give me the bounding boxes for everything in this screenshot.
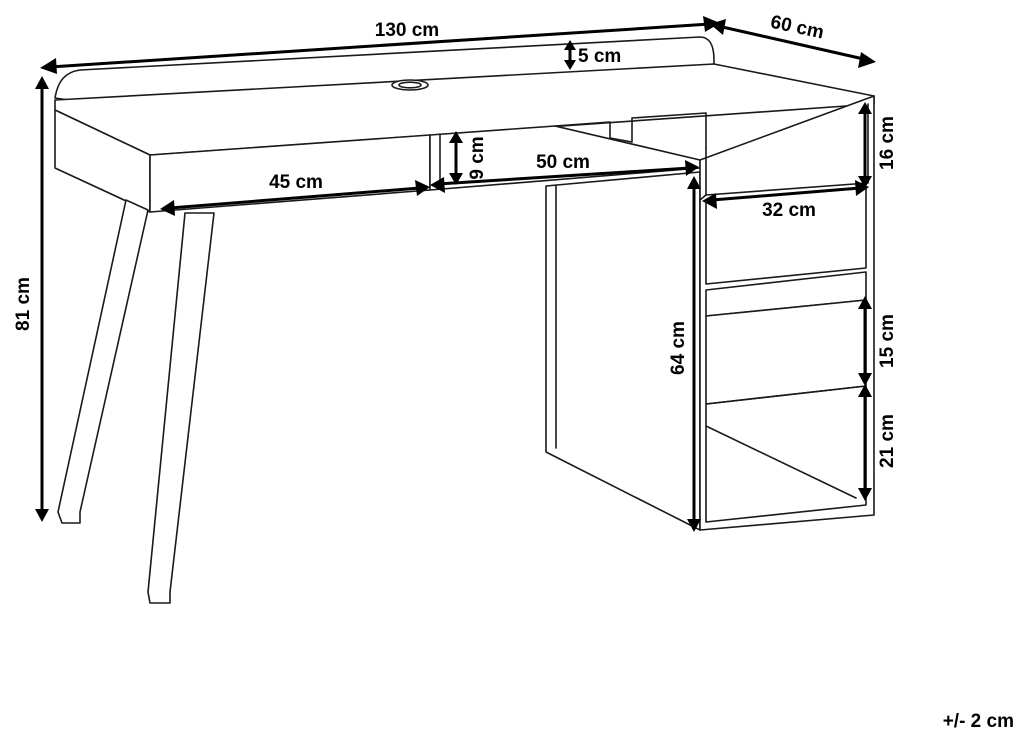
label-top-compartment: 16 cm <box>877 116 898 170</box>
label-cabinet-height: 64 cm <box>668 321 689 375</box>
label-middle-compartment: 15 cm <box>877 314 898 368</box>
label-bottom-compartment: 21 cm <box>877 414 898 468</box>
label-width: 130 cm <box>375 20 439 41</box>
label-total-height: 81 cm <box>13 277 34 331</box>
front-left-leg <box>57 199 149 524</box>
cabinet-bottom-compartment <box>705 385 867 523</box>
tolerance-note: +/- 2 cm <box>943 711 1014 732</box>
label-cabinet-depth: 32 cm <box>762 200 816 221</box>
label-cabinet-width: 50 cm <box>536 152 590 173</box>
label-shelf-height: 5 cm <box>578 46 621 67</box>
front-right-leg <box>147 212 215 604</box>
dimension-labels: 130 cm 60 cm 5 cm 9 cm 45 cm 50 cm 16 cm… <box>13 12 1014 732</box>
desk-drawing <box>54 36 875 604</box>
back-rim <box>54 36 715 102</box>
dimension-lines <box>35 16 876 532</box>
cabinet-top-compartment <box>705 103 869 196</box>
label-drawer-height: 9 cm <box>467 136 488 179</box>
label-drawer-width: 45 cm <box>269 172 323 193</box>
